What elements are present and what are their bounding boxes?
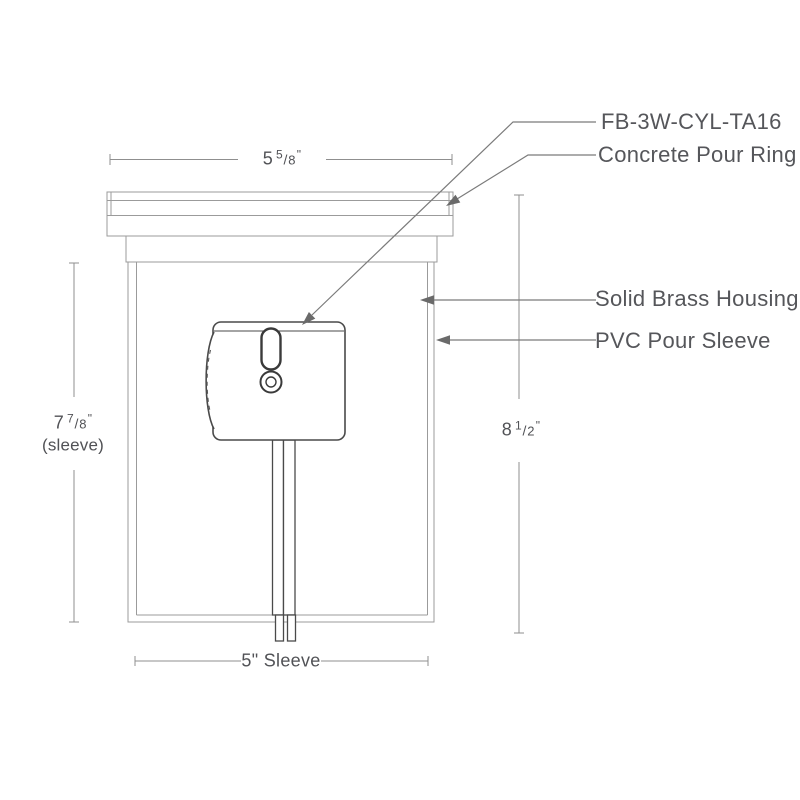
dim-top-numerator: 5	[276, 147, 283, 162]
dim-left-note: (sleeve)	[41, 435, 105, 455]
brass-housing-group	[205, 321, 346, 441]
conduit-left-tube	[271, 439, 285, 616]
arrowhead-pour-ring	[446, 194, 461, 206]
set-screw-inner	[265, 376, 277, 388]
dimension-bottom-width: 5" Sleeve	[241, 650, 321, 671]
arrowheads-group	[302, 194, 461, 345]
arrowhead-brass-housing	[420, 295, 434, 305]
leader-pour-ring	[456, 154, 596, 200]
dim-right-denominator: 2	[527, 423, 535, 439]
leader-lines-group	[311, 121, 596, 341]
dim-right-numerator: 1	[515, 418, 522, 433]
housing-hidden-line	[206, 349, 212, 414]
dim-right-whole: 8	[501, 419, 513, 440]
arrowhead-pvc-sleeve	[436, 335, 450, 345]
dim-left-whole: 7	[53, 412, 65, 433]
conduit-right-tube	[282, 439, 296, 616]
enclosure-group	[106, 191, 454, 623]
light-aperture-slot	[260, 327, 282, 371]
dim-top-unit: "	[296, 147, 302, 162]
callout-pour-ring: Concrete Pour Ring	[598, 142, 797, 167]
leader-model	[311, 121, 596, 316]
dim-top-denominator: 8	[288, 152, 296, 168]
dim-left-denominator: 8	[79, 416, 87, 432]
wiring-group	[271, 439, 297, 642]
lead-wire-left	[274, 614, 285, 642]
lead-wire-right	[286, 614, 297, 642]
callout-pvc-sleeve: PVC Pour Sleeve	[595, 328, 771, 353]
dim-top-whole: 5	[262, 148, 274, 169]
model-label: FB-3W-CYL-TA16	[601, 109, 782, 134]
dim-right-slash: /	[522, 422, 527, 439]
housing-side-lens-profile	[205, 331, 215, 430]
dim-left-unit: "	[87, 411, 93, 426]
dim-left-numerator: 7	[67, 411, 74, 426]
callout-brass-housing: Solid Brass Housing	[595, 286, 799, 311]
arrowhead-model	[302, 312, 316, 325]
dim-right-unit: "	[535, 418, 541, 433]
dim-left-slash: /	[74, 415, 79, 432]
dimension-lines-group	[69, 154, 524, 666]
dim-top-slash: /	[283, 151, 288, 168]
